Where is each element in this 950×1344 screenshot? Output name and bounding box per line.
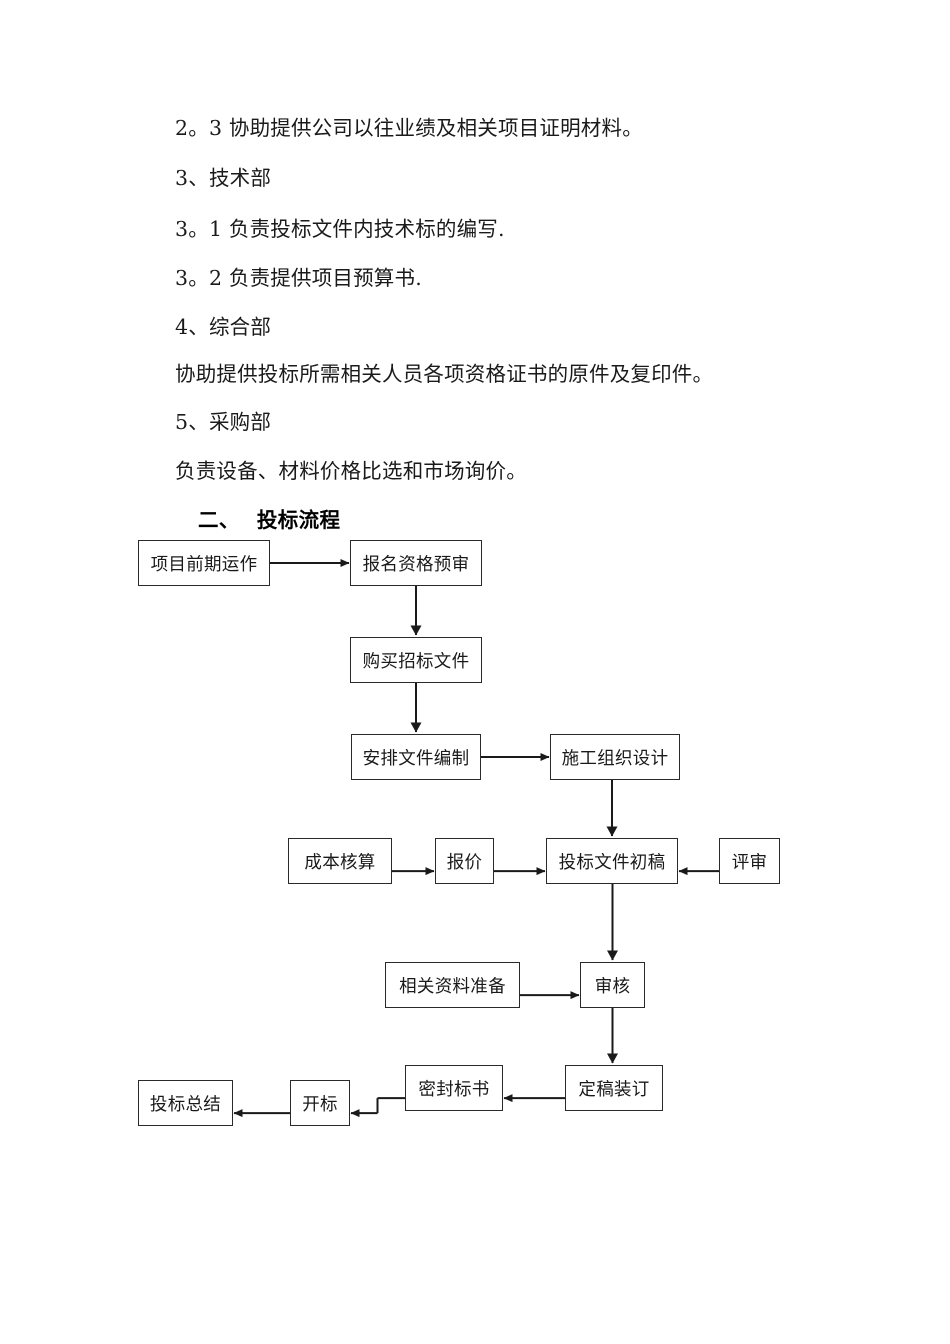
flow-node-n12: 定稿装订 [565, 1065, 663, 1111]
flow-node-n4: 安排文件编制 [351, 734, 481, 780]
flow-node-n14: 开标 [290, 1080, 350, 1126]
paragraph: 2。3 协助提供公司以往业绩及相关项目证明材料。 [175, 116, 643, 140]
flow-node-n5: 施工组织设计 [550, 734, 680, 780]
flow-node-n6: 成本核算 [288, 838, 392, 884]
flow-node-n15: 投标总结 [138, 1080, 233, 1126]
flow-node-n9: 评审 [719, 838, 780, 884]
flow-node-n7: 报价 [435, 838, 494, 884]
flow-node-n3: 购买招标文件 [350, 637, 482, 683]
paragraph: 3。1 负责投标文件内技术标的编写. [175, 217, 505, 241]
flow-node-n2: 报名资格预审 [350, 540, 482, 586]
section-heading: 二、投标流程 [198, 503, 340, 533]
flow-node-n13: 密封标书 [405, 1065, 503, 1111]
flow-node-n1: 项目前期运作 [138, 540, 270, 586]
flow-node-n11: 审核 [580, 962, 645, 1008]
paragraph: 负责设备、材料价格比选和市场询价。 [175, 459, 527, 483]
paragraph: 4、综合部 [175, 315, 272, 339]
heading-title: 投标流程 [256, 508, 341, 532]
paragraph: 协助提供投标所需相关人员各项资格证书的原件及复印件。 [175, 362, 714, 386]
heading-number: 二、 [198, 508, 240, 532]
paragraph: 3。2 负责提供项目预算书. [175, 266, 422, 290]
flow-node-n10: 相关资料准备 [385, 962, 520, 1008]
flow-node-n8: 投标文件初稿 [546, 838, 678, 884]
paragraph: 5、采购部 [175, 410, 272, 434]
paragraph: 3、技术部 [175, 166, 272, 190]
